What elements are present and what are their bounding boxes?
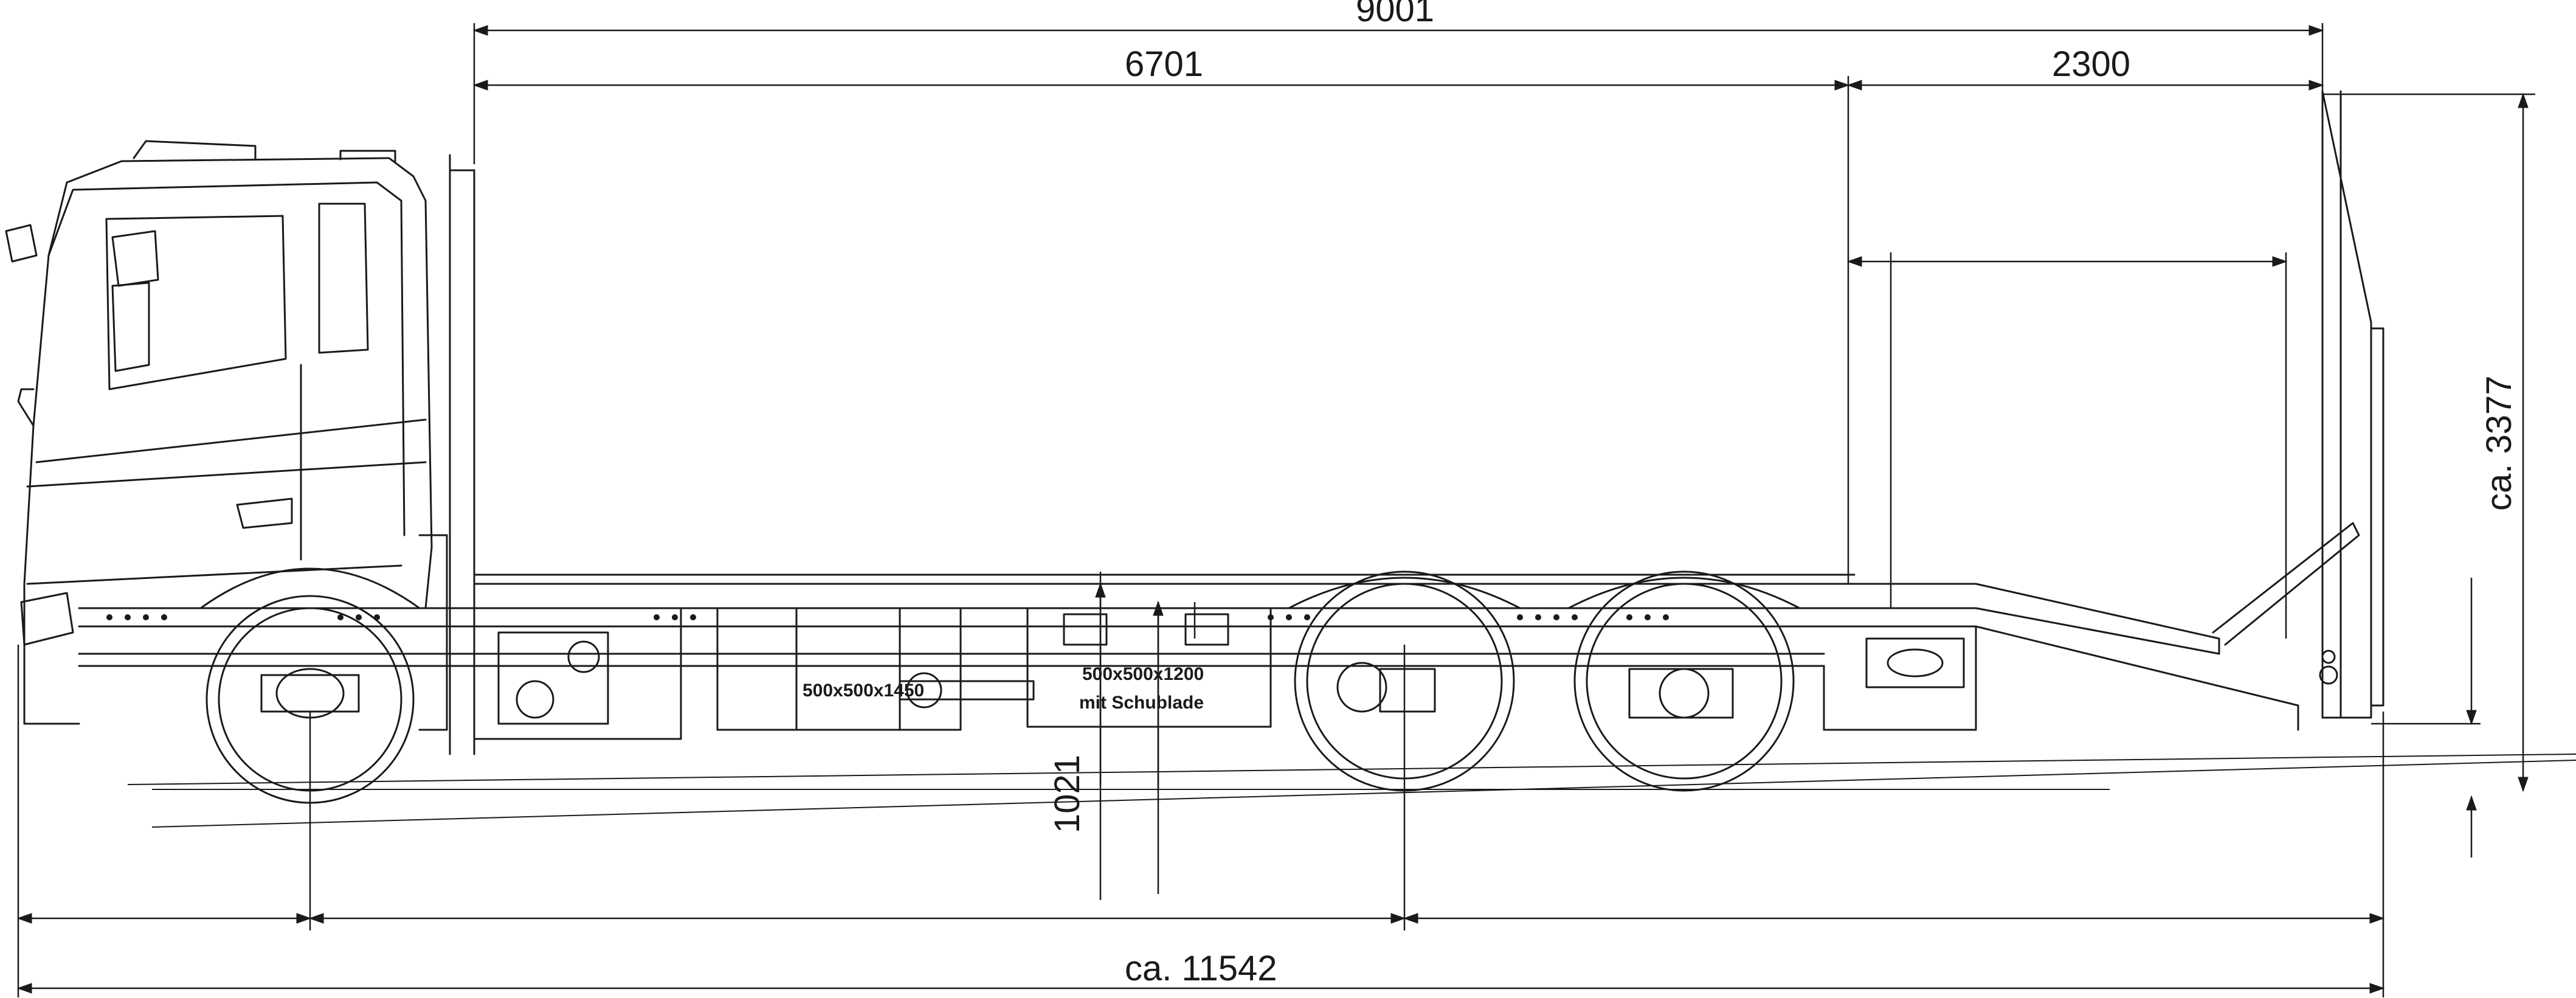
chassis-frame xyxy=(78,574,1856,667)
frame-bolt-holes xyxy=(106,614,1669,620)
truck-cab xyxy=(5,140,475,755)
loading-ramp xyxy=(1823,90,2384,731)
dimension-3377: ca. 3377 xyxy=(2322,92,2535,792)
dimension-11542-label: ca. 11542 xyxy=(1125,949,1277,988)
rear-wheel-2 xyxy=(1567,570,1801,792)
dimension-1021: 1021 xyxy=(1048,572,1196,900)
dimension-2300: 2300 xyxy=(1846,44,2324,639)
dimension-3377-label: ca. 3377 xyxy=(2479,375,2519,511)
dimension-1021-label: 1021 xyxy=(1048,755,1087,833)
dimension-wheelbase xyxy=(16,645,2385,997)
toolbox-right-note-label: mit Schublade xyxy=(1079,693,1204,713)
toolbox-left: 500x500x1450 xyxy=(795,607,962,731)
drivetrain-components xyxy=(473,607,1035,740)
dimension-2300-label: 2300 xyxy=(2052,44,2130,84)
dimension-rear-small xyxy=(2371,578,2481,858)
dimension-9001-label: 9001 xyxy=(1356,0,1434,29)
ground-lines xyxy=(127,754,2576,828)
dimension-6701: 6701 xyxy=(472,44,1850,584)
toolbox-left-label: 500x500x1450 xyxy=(803,681,924,701)
toolbox-right-size-label: 500x500x1200 xyxy=(1082,664,1204,684)
dimension-6701-label: 6701 xyxy=(1125,44,1203,84)
dimension-11542: ca. 11542 xyxy=(16,949,2385,994)
dimension-9001: 9001 xyxy=(472,0,2324,164)
